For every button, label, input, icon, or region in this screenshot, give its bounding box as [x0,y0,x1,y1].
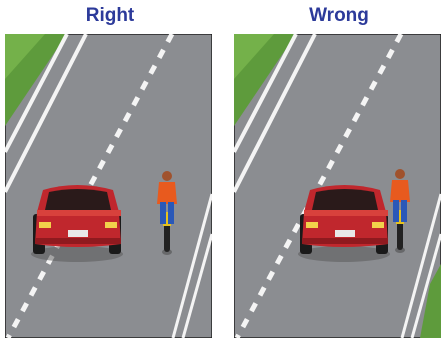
car [298,185,390,262]
panel-title-right: Right [5,5,215,27]
panel-title-wrong: Wrong [234,5,444,27]
scene-correct-passing [5,34,212,338]
car [31,185,123,262]
scene-incorrect-passing [234,34,441,338]
